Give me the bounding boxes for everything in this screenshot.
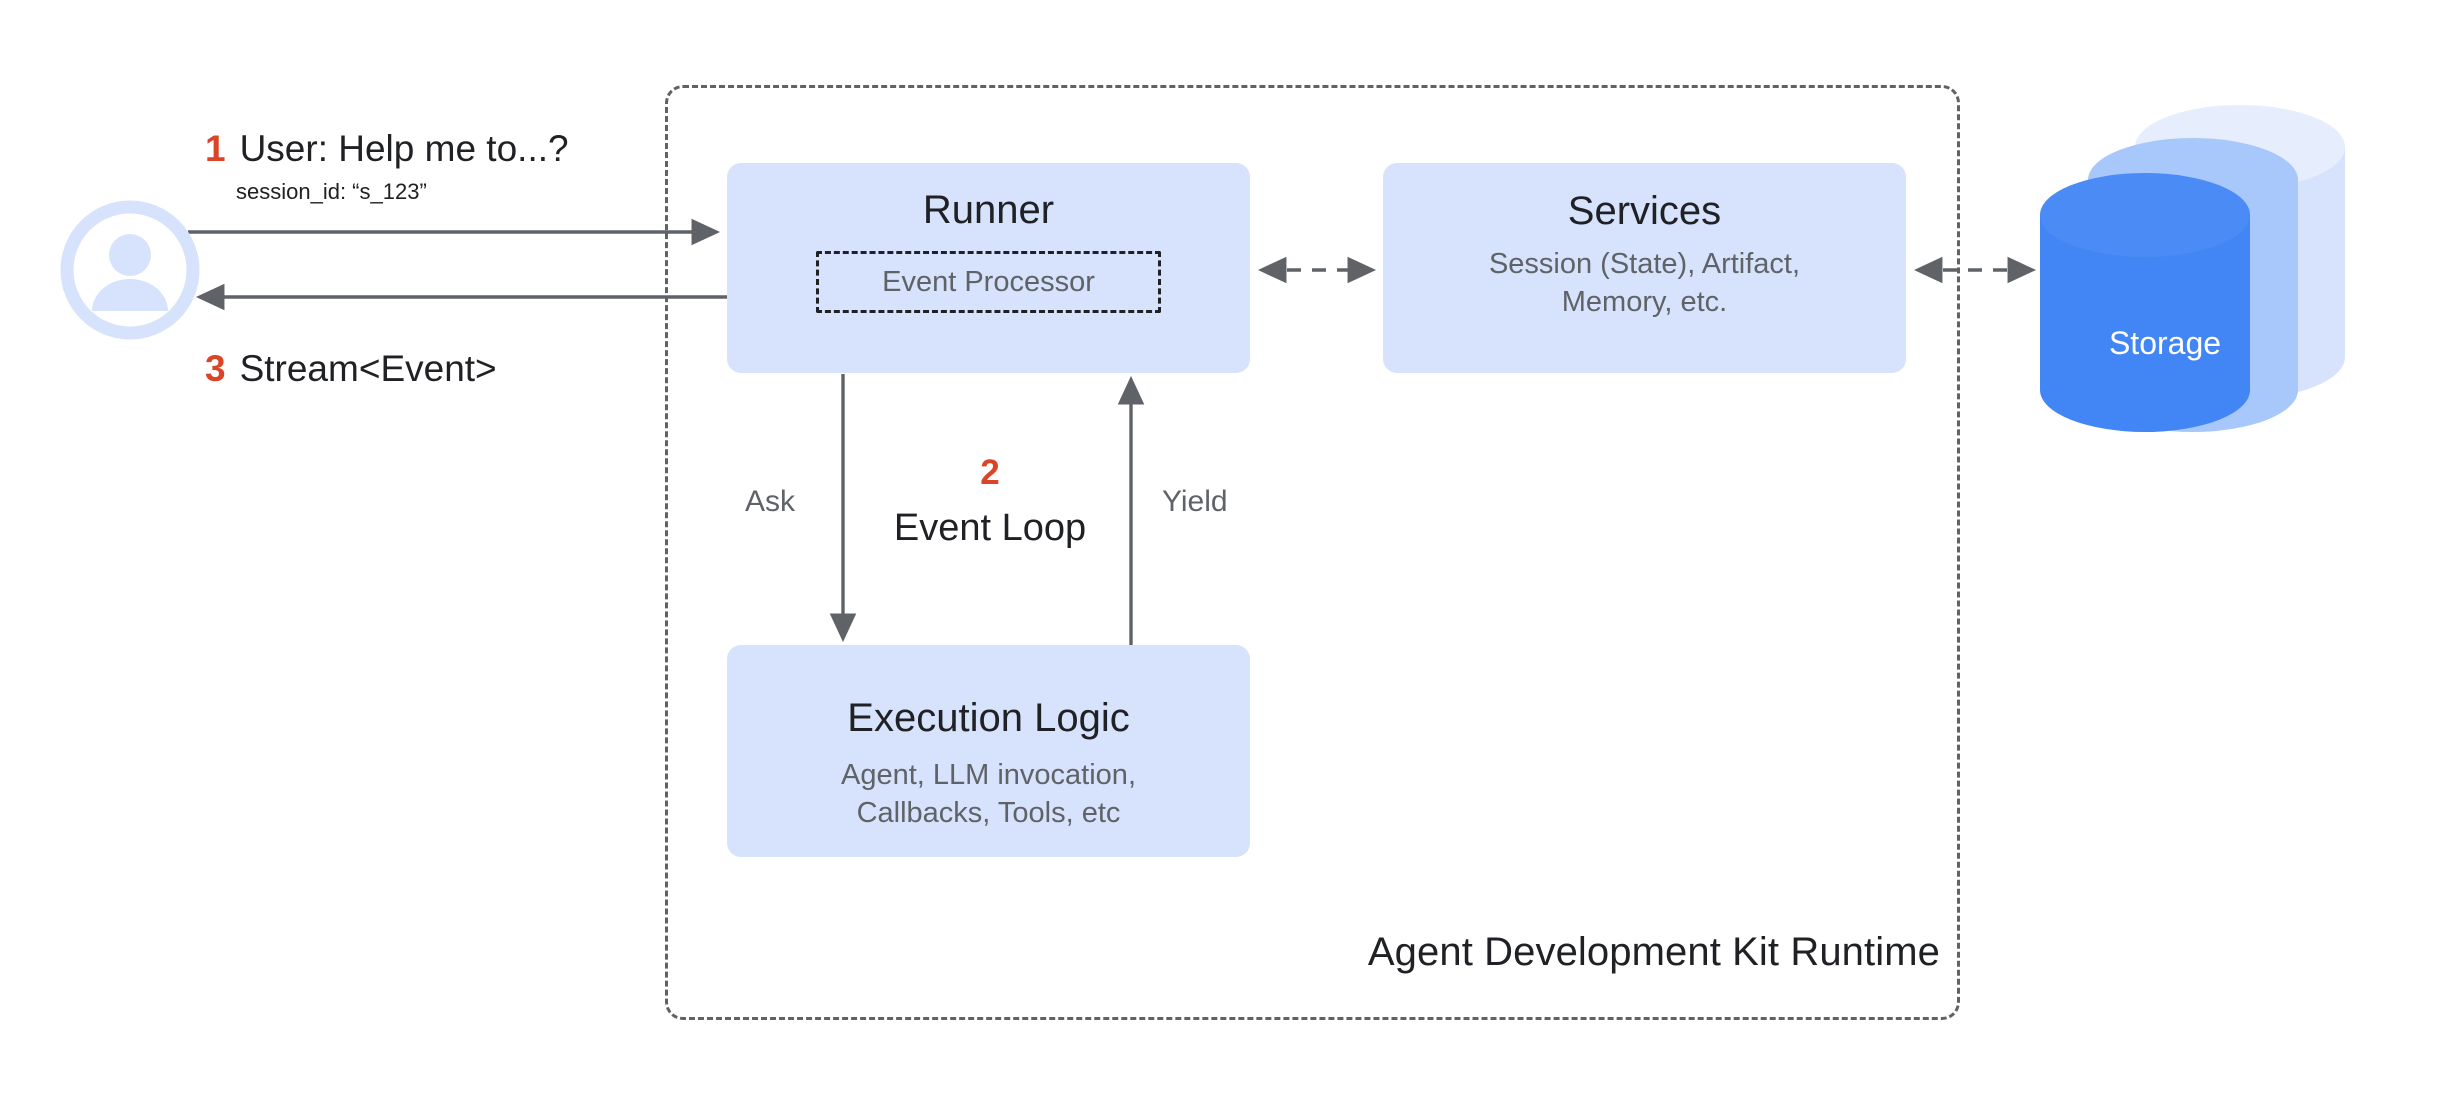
event-processor-component[interactable]: Event Processor: [816, 251, 1161, 313]
adk-runtime-boundary: [665, 85, 1960, 1020]
response-message: 3 Stream<Event>: [205, 350, 497, 387]
node-services-title: Services: [1567, 189, 1722, 233]
request-session-id: session_id: “s_123”: [236, 179, 427, 204]
node-runner[interactable]: Runner Event Processor: [727, 163, 1250, 373]
node-execution-logic-title: Execution Logic: [847, 696, 1130, 740]
request-message-text: User: Help me to...?: [239, 128, 569, 169]
step-number-2: 2: [980, 453, 1000, 492]
runtime-label: Agent Development Kit Runtime: [1367, 930, 1940, 974]
event-loop-label: 2 Event Loop: [855, 455, 1125, 547]
request-message: 1 User: Help me to...?: [205, 130, 569, 167]
edge-label-ask: Ask: [745, 485, 796, 518]
node-services[interactable]: Services Session (State), Artifact, Memo…: [1383, 163, 1906, 373]
step-number-1: 1: [205, 128, 226, 169]
response-message-text: Stream<Event>: [239, 348, 497, 389]
event-loop-name: Event Loop: [893, 507, 1087, 549]
step-number-3: 3: [205, 348, 226, 389]
user-avatar-icon: [60, 200, 200, 340]
storage-cylinder-icon[interactable]: [2030, 105, 2390, 445]
storage-label: Storage: [2108, 325, 2222, 361]
node-services-subtitle: Session (State), Artifact, Memory, etc.: [1488, 248, 1801, 318]
node-execution-logic[interactable]: Execution Logic Agent, LLM invocation, C…: [727, 645, 1250, 857]
node-runner-title: Runner: [922, 188, 1055, 232]
node-execution-logic-subtitle: Agent, LLM invocation, Callbacks, Tools,…: [840, 759, 1136, 829]
edge-label-yield: Yield: [1162, 485, 1228, 518]
